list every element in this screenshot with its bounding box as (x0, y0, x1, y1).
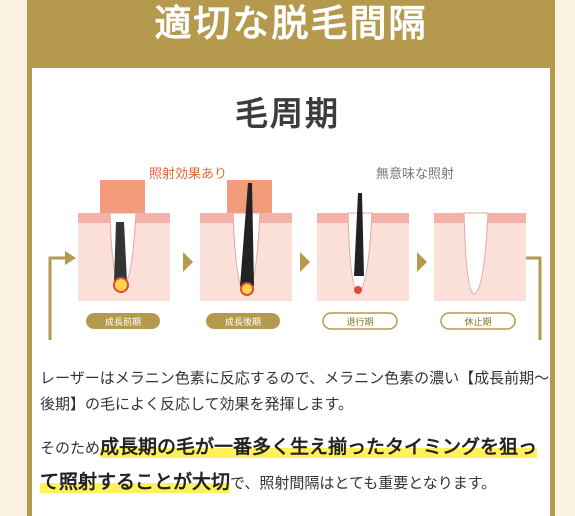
cycle-return-line (48, 256, 542, 340)
effective-label: 照射効果あり (148, 167, 227, 182)
phase-label-1: 成長前期 (86, 313, 160, 329)
phase-resting (434, 212, 526, 301)
cycle-arrow-head (65, 251, 76, 265)
phase-early-growth (78, 180, 170, 301)
conclusion-paragraph: そのため成長期の毛が一番多く生え揃ったタイミングを狙って照射することが大切で、照… (40, 430, 555, 500)
phase-label-2: 成長後期 (206, 313, 280, 329)
explanation-paragraph: レーザーはメラニン色素に反応するので、メラニン色素の濃い【成長前期〜後期】の毛に… (40, 369, 550, 413)
phase-label-text: 成長前期 (105, 316, 141, 328)
page-title: 適切な脱毛間隔 (154, 2, 428, 45)
arrow-2 (300, 252, 310, 272)
arrow-1 (183, 252, 193, 272)
phase-label-4: 休止期 (440, 312, 516, 330)
phase-regression (317, 193, 409, 301)
phase-late-growth (200, 180, 292, 301)
header-banner: 適切な脱毛間隔 (27, 0, 555, 68)
phase-label-3: 退行期 (322, 312, 398, 330)
section-title: 毛周期 (235, 94, 340, 133)
phase-label-text: 成長後期 (225, 316, 261, 328)
phase-label-text: 退行期 (346, 316, 373, 328)
phase-label-text: 休止期 (464, 316, 491, 328)
meaningless-label: 無意味な照射 (375, 167, 454, 182)
conclusion-suffix: で、照射間隔はとても重要となります。 (230, 474, 497, 492)
conclusion-prefix: そのため (40, 439, 101, 457)
arrow-3 (417, 252, 427, 272)
hair-cycle-diagram: 成長前期 成長後期 退行期 休止期 (48, 180, 542, 340)
